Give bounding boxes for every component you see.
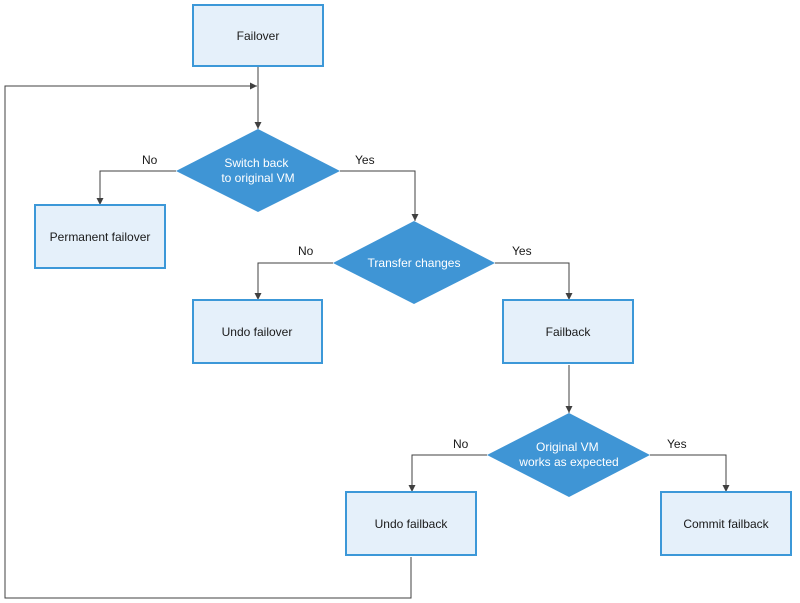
decision-switch-back[interactable]: Switch back to original VM [176, 129, 340, 212]
edge-original-vm-yes [650, 454, 730, 492]
undo-failback-label: Undo failback [375, 517, 449, 531]
failback-label: Failback [546, 325, 592, 339]
edge-transfer-yes [495, 262, 573, 300]
original-vm-yes-label: Yes [667, 437, 687, 451]
original-vm-label-line-1: Original VM [536, 440, 599, 454]
original-vm-diamond [487, 413, 650, 497]
switch-back-label-line-1: Switch back [224, 156, 289, 170]
commit-failback-box [660, 491, 792, 556]
edges [4, 66, 730, 599]
node-commit-failback[interactable]: Commit failback [660, 491, 792, 556]
transfer-yes-label: Yes [512, 244, 532, 258]
node-undo-failback[interactable]: Undo failback [345, 491, 477, 556]
edge-transfer-no [254, 262, 333, 300]
edge-labels: No Yes No Yes No Yes [142, 153, 687, 451]
switch-back-no-label: No [142, 153, 158, 167]
undo-failback-box [345, 491, 477, 556]
edge-original-vm-no [408, 454, 487, 492]
edge-switch-back-no [96, 170, 176, 205]
switch-back-label: Switch back to original VM [221, 156, 294, 185]
commit-failback-label: Commit failback [683, 517, 769, 531]
transfer-changes-label: Transfer changes [368, 256, 461, 270]
original-vm-label: Original VM works as expected [518, 440, 618, 469]
failover-box [192, 4, 324, 67]
failback-box [502, 299, 634, 364]
switch-back-label-line-2: to original VM [221, 171, 294, 185]
failover-label: Failover [237, 29, 280, 43]
node-permanent-failover[interactable]: Permanent failover [34, 204, 166, 269]
node-failover[interactable]: Failover [192, 4, 324, 67]
switch-back-diamond [176, 129, 340, 212]
switch-back-yes-label: Yes [355, 153, 375, 167]
transfer-no-label: No [298, 244, 314, 258]
undo-failover-label: Undo failover [222, 325, 293, 339]
original-vm-label-line-2: works as expected [518, 455, 618, 469]
decision-original-vm[interactable]: Original VM works as expected [487, 413, 650, 497]
node-undo-failover[interactable]: Undo failover [192, 299, 323, 364]
node-failback[interactable]: Failback [502, 299, 634, 364]
permanent-failover-label: Permanent failover [50, 230, 151, 244]
decision-transfer-changes[interactable]: Transfer changes [333, 221, 495, 304]
edge-switch-back-yes [340, 170, 419, 221]
transfer-changes-diamond [333, 221, 495, 304]
permanent-failover-box [34, 204, 166, 269]
undo-failover-box [192, 299, 323, 364]
edge-undo-failback-loop [4, 82, 412, 599]
original-vm-no-label: No [453, 437, 469, 451]
